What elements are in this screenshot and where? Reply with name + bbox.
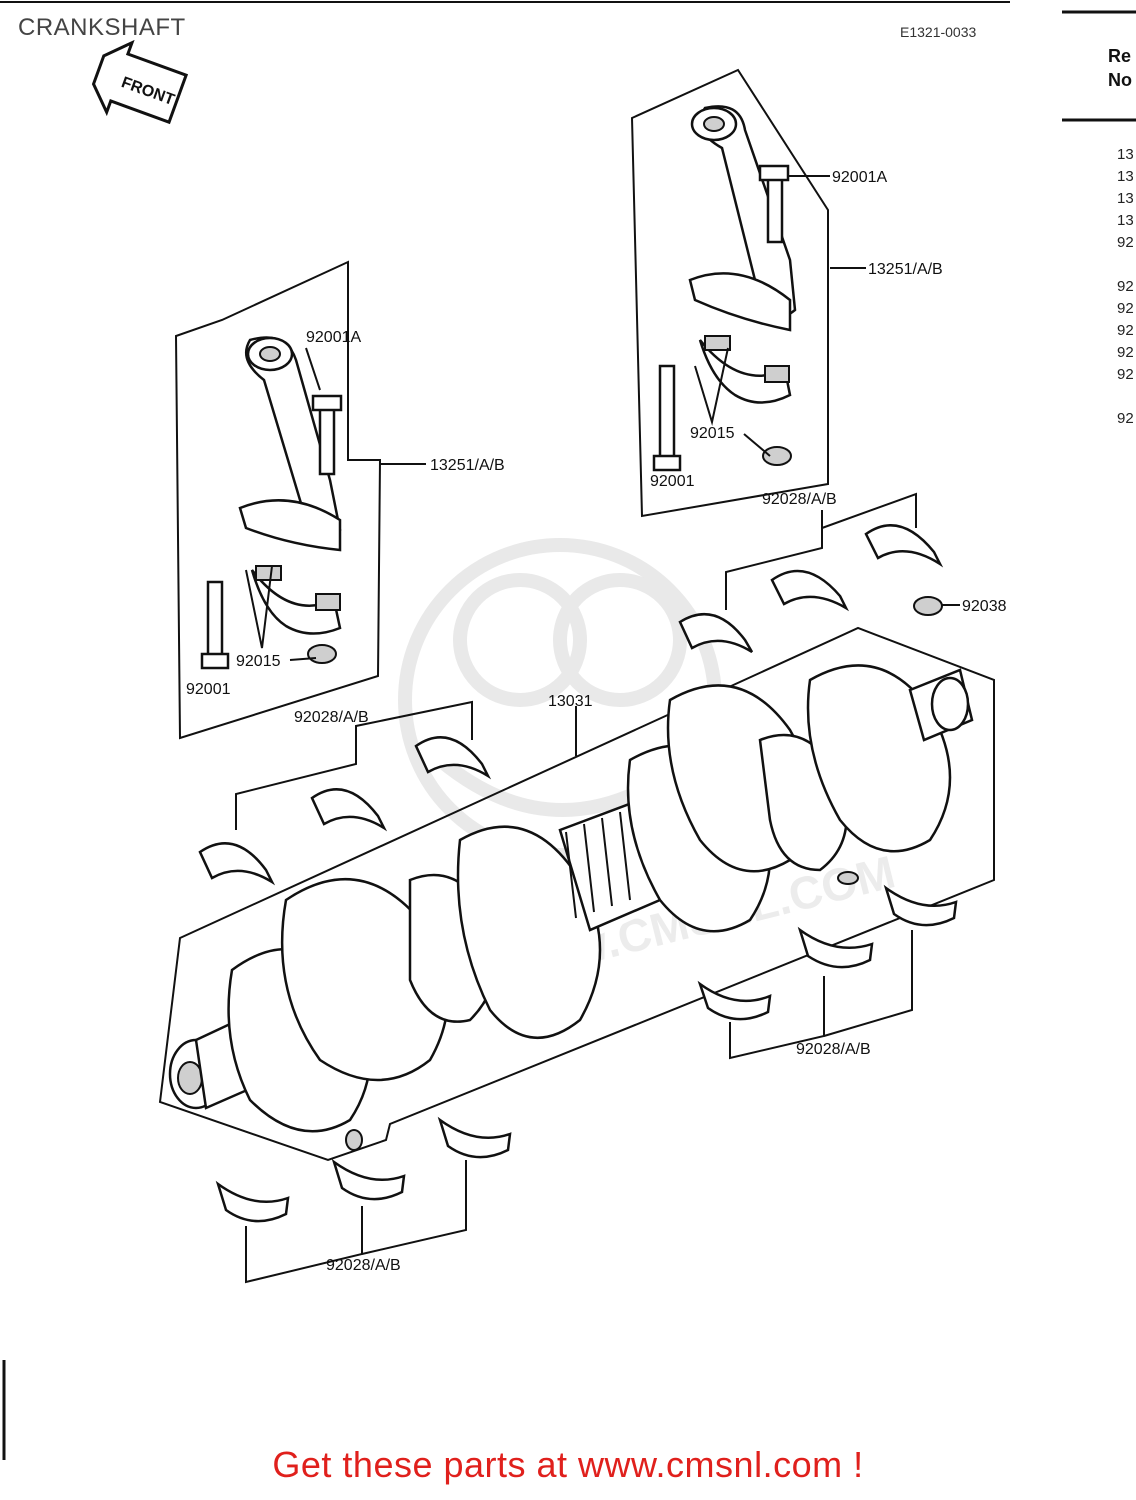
ref-item: 13 — [1117, 212, 1134, 229]
label-rod-right-rod: 13251/A/B — [868, 261, 943, 278]
ref-item: 13 — [1117, 168, 1134, 185]
label-rod-left-bolt-a: 92001A — [306, 329, 361, 346]
bearing-shells-lower-right: 92028/A/B — [697, 884, 958, 1060]
label-rod-right-bolt-a: 92001A — [832, 169, 887, 186]
bearing-shells-top-right: 92028/A/B 92038 — [678, 491, 1007, 654]
label-rod-left-nut: 92015 — [236, 653, 281, 670]
crankshaft-group: 13031 — [158, 626, 995, 1162]
label-pin: 92038 — [962, 598, 1007, 615]
bearing-shells-mid-left: 92028/A/B — [198, 700, 492, 886]
ref-item: 92 — [1117, 344, 1134, 361]
rod-right-outline — [630, 68, 829, 518]
ref-header-line1: Re — [1108, 46, 1132, 66]
label-bearing-top-right: 92028/A/B — [762, 491, 837, 508]
ref-item: 13 — [1117, 146, 1134, 163]
footer-link[interactable]: Get these parts at www.cmsnl.com ! — [272, 1444, 864, 1485]
ref-item: 92 — [1117, 366, 1134, 383]
diagram-code: E1321-0033 — [900, 24, 977, 40]
ref-item: 92 — [1117, 234, 1134, 251]
ref-item: 13 — [1117, 190, 1134, 207]
label-rod-left-bolt: 92001 — [186, 681, 231, 698]
ref-item: 92 — [1117, 278, 1134, 295]
ref-header-line2: No — [1108, 70, 1132, 90]
crankshaft-outline — [158, 626, 995, 1162]
connecting-rod-right-group: 92001A 13251/A/B 92015 92001 — [630, 68, 943, 518]
ref-item: 92 — [1117, 300, 1134, 317]
label-rod-right-bolt: 92001 — [650, 473, 695, 490]
ref-item: 92 — [1117, 410, 1134, 427]
label-bearing-bottom: 92028/A/B — [326, 1257, 401, 1274]
rod-left-outline — [174, 260, 382, 740]
ref-item: 92 — [1117, 322, 1134, 339]
label-bearing-lower-right: 92028/A/B — [796, 1041, 871, 1058]
label-rod-left-rod: 13251/A/B — [430, 457, 505, 474]
page-title: CRANKSHAFT — [18, 14, 186, 41]
ref-column-list: 13 13 13 13 92 92 92 92 92 92 92 — [1117, 144, 1134, 430]
label-bearing-mid-left: 92028/A/B — [294, 709, 369, 726]
label-crankshaft: 13031 — [548, 693, 593, 710]
ref-column-header: Re No — [1108, 44, 1132, 92]
front-arrow-badge: FRONT — [91, 39, 189, 125]
bearing-shells-bottom: 92028/A/B — [215, 1116, 512, 1284]
connecting-rod-left-group: 92001A 13251/A/B 92015 92001 — [174, 260, 505, 740]
label-rod-right-nut: 92015 — [690, 425, 735, 442]
